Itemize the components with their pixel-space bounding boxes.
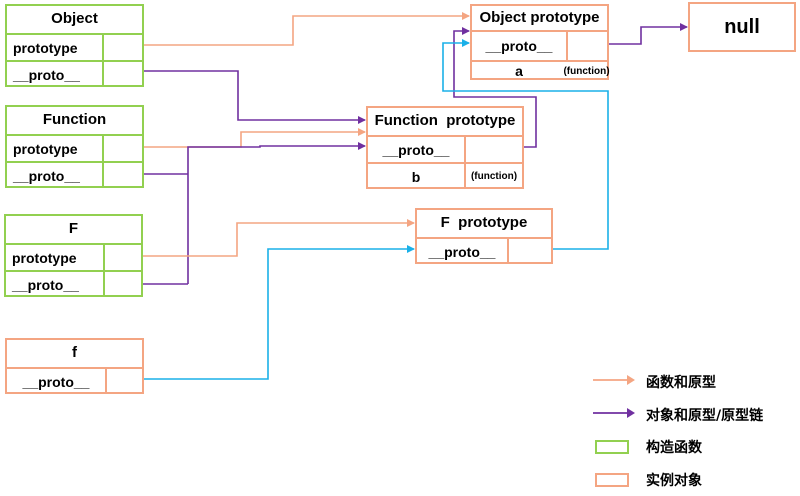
f-ctor-title: F bbox=[68, 220, 79, 237]
object-prototype-proto-row: __proto__ bbox=[472, 30, 607, 60]
object-prototype-proto-label: __proto__ bbox=[485, 38, 553, 54]
link-f-ctor-prototype bbox=[116, 219, 415, 260]
f-ctor-proto-label: __proto__ bbox=[12, 276, 79, 293]
function-prototype-b-value: (function) bbox=[464, 164, 522, 189]
f-prototype-box: F prototype __proto__ bbox=[415, 208, 553, 264]
function-prototype-proto-row: __proto__ bbox=[368, 135, 522, 162]
f-inst-proto-value bbox=[105, 369, 142, 394]
function-prototype-b-label: b bbox=[411, 168, 421, 185]
function-proto-label: __proto__ bbox=[13, 167, 80, 184]
legend-purple-arrow-icon bbox=[593, 408, 635, 418]
function-proto-value bbox=[102, 163, 142, 188]
null-box: null bbox=[688, 2, 796, 52]
function-prototype-title: Function prototype bbox=[374, 112, 516, 129]
function-prototype-value bbox=[102, 136, 142, 161]
f-prototype-title: F prototype bbox=[440, 214, 528, 231]
object-proto-value bbox=[102, 62, 142, 87]
f-prototype-proto-row: __proto__ bbox=[417, 237, 551, 264]
object-prototype-proto-value bbox=[566, 32, 607, 60]
object-title: Object bbox=[51, 10, 98, 27]
object-constructor-box: Object prototype __proto__ bbox=[5, 4, 144, 87]
legend-orange-arrow-icon bbox=[593, 375, 635, 385]
legend-item-constructor: 构造函数 bbox=[646, 440, 702, 456]
object-proto-label: __proto__ bbox=[13, 66, 80, 83]
link-f-inst-proto bbox=[124, 245, 415, 383]
object-prototype-value bbox=[102, 35, 142, 60]
f-inst-title: f bbox=[72, 344, 77, 361]
f-prototype-proto-value bbox=[507, 239, 551, 264]
link-object-prototype bbox=[112, 12, 470, 49]
function-constructor-box: Function prototype __proto__ bbox=[5, 105, 144, 188]
legend-item-proto-chain: 对象和原型/原型链 bbox=[646, 408, 764, 424]
f-inst-proto-row: __proto__ bbox=[7, 367, 142, 394]
f-constructor-box: F prototype __proto__ bbox=[4, 214, 143, 297]
legend-constructor-swatch bbox=[595, 440, 629, 454]
function-prototype-proto-label: __proto__ bbox=[382, 141, 450, 158]
object-prototype-a-row: a (function) bbox=[472, 60, 610, 80]
link-function-proto bbox=[109, 142, 366, 284]
f-ctor-proto-row: __proto__ bbox=[6, 270, 141, 297]
function-proto-row: __proto__ bbox=[7, 161, 142, 188]
object-prototype-row: prototype bbox=[7, 33, 142, 60]
f-prototype-proto-label: __proto__ bbox=[428, 243, 496, 260]
legend-item-function-prototype: 函数和原型 bbox=[646, 375, 716, 391]
object-prototype-a-value: (function) bbox=[563, 65, 610, 77]
object-prototype-title: Object prototype bbox=[479, 9, 600, 26]
f-ctor-prototype-label: prototype bbox=[12, 249, 77, 266]
f-inst-proto-label: __proto__ bbox=[22, 373, 90, 390]
f-ctor-prototype-row: prototype bbox=[6, 243, 141, 270]
function-prototype-box: Function prototype __proto__ b (function… bbox=[366, 106, 524, 189]
null-title: null bbox=[724, 15, 760, 38]
link-object-proto bbox=[109, 67, 366, 124]
link-function-prototype bbox=[112, 128, 366, 151]
object-prototype-a-label: a bbox=[515, 63, 523, 79]
function-prototype-proto-value bbox=[464, 137, 522, 162]
function-title: Function bbox=[42, 111, 107, 128]
object-prototype-box: Object prototype __proto__ a (function) bbox=[470, 4, 610, 80]
function-prototype-row: prototype bbox=[7, 134, 142, 161]
legend-instance-swatch bbox=[595, 473, 629, 487]
f-ctor-prototype-value bbox=[103, 245, 141, 270]
function-prototype-b-row: b (function) bbox=[368, 162, 522, 189]
f-instance-box: f __proto__ bbox=[5, 338, 144, 394]
f-ctor-proto-value bbox=[103, 272, 141, 297]
object-proto-row: __proto__ bbox=[7, 60, 142, 87]
object-prototype-label: prototype bbox=[13, 39, 78, 56]
function-prototype-label: prototype bbox=[13, 140, 78, 157]
legend-item-instance: 实例对象 bbox=[646, 473, 702, 489]
